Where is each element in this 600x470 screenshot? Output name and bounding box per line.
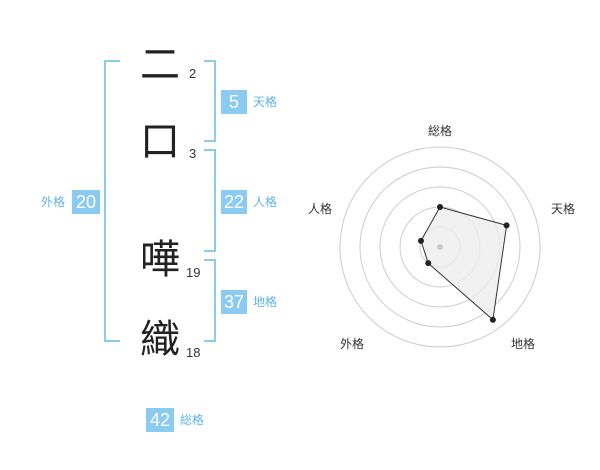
- radar-center: [437, 244, 443, 250]
- stroke-count-3: 19: [186, 265, 201, 280]
- radar-point-chikaku: [489, 316, 496, 323]
- radar-polygon: [420, 206, 508, 321]
- gaikaku-label: 外格: [41, 195, 66, 209]
- chikaku-label: 地格: [253, 295, 278, 309]
- name-char-3: 嘩: [140, 237, 180, 283]
- jinkaku-label: 人格: [253, 195, 278, 209]
- radar-ring-5: [339, 146, 541, 348]
- jinkaku-bracket: [204, 149, 216, 252]
- radar-point-tenkaku: [503, 222, 510, 229]
- tenkaku-badge: 5: [221, 90, 247, 114]
- stroke-count-4: 18: [186, 345, 201, 360]
- soukaku-label: 総格: [180, 413, 205, 427]
- radar-ring-4: [359, 166, 521, 328]
- tenkaku-bracket: [204, 60, 216, 142]
- stroke-count-1: 2: [189, 66, 197, 81]
- soukaku-badge: 42: [146, 408, 174, 432]
- stroke-count-2: 3: [189, 146, 197, 161]
- chikaku-badge: 37: [221, 290, 247, 314]
- name-char-4: 織: [140, 317, 180, 363]
- radar-point-jinkaku: [417, 237, 424, 244]
- tenkaku-label: 天格: [253, 95, 278, 109]
- radar-label-jinkaku: 人格: [307, 202, 332, 216]
- name-char-1: 二: [140, 42, 180, 88]
- radar-point-gaikaku: [425, 260, 432, 267]
- gaikaku-bracket: [104, 60, 120, 342]
- radar-point-soukaku: [437, 204, 443, 210]
- jinkaku-badge: 22: [221, 190, 247, 214]
- chikaku-bracket: [204, 259, 216, 342]
- name-char-2: 口: [140, 119, 180, 165]
- radar-label-gaikaku: 外格: [339, 337, 364, 351]
- gaikaku-badge: 20: [72, 190, 100, 214]
- radar-label-chikaku: 地格: [510, 337, 535, 351]
- radar-label-tenkaku: 天格: [550, 202, 575, 216]
- radar-label-soukaku: 総格: [427, 124, 452, 138]
